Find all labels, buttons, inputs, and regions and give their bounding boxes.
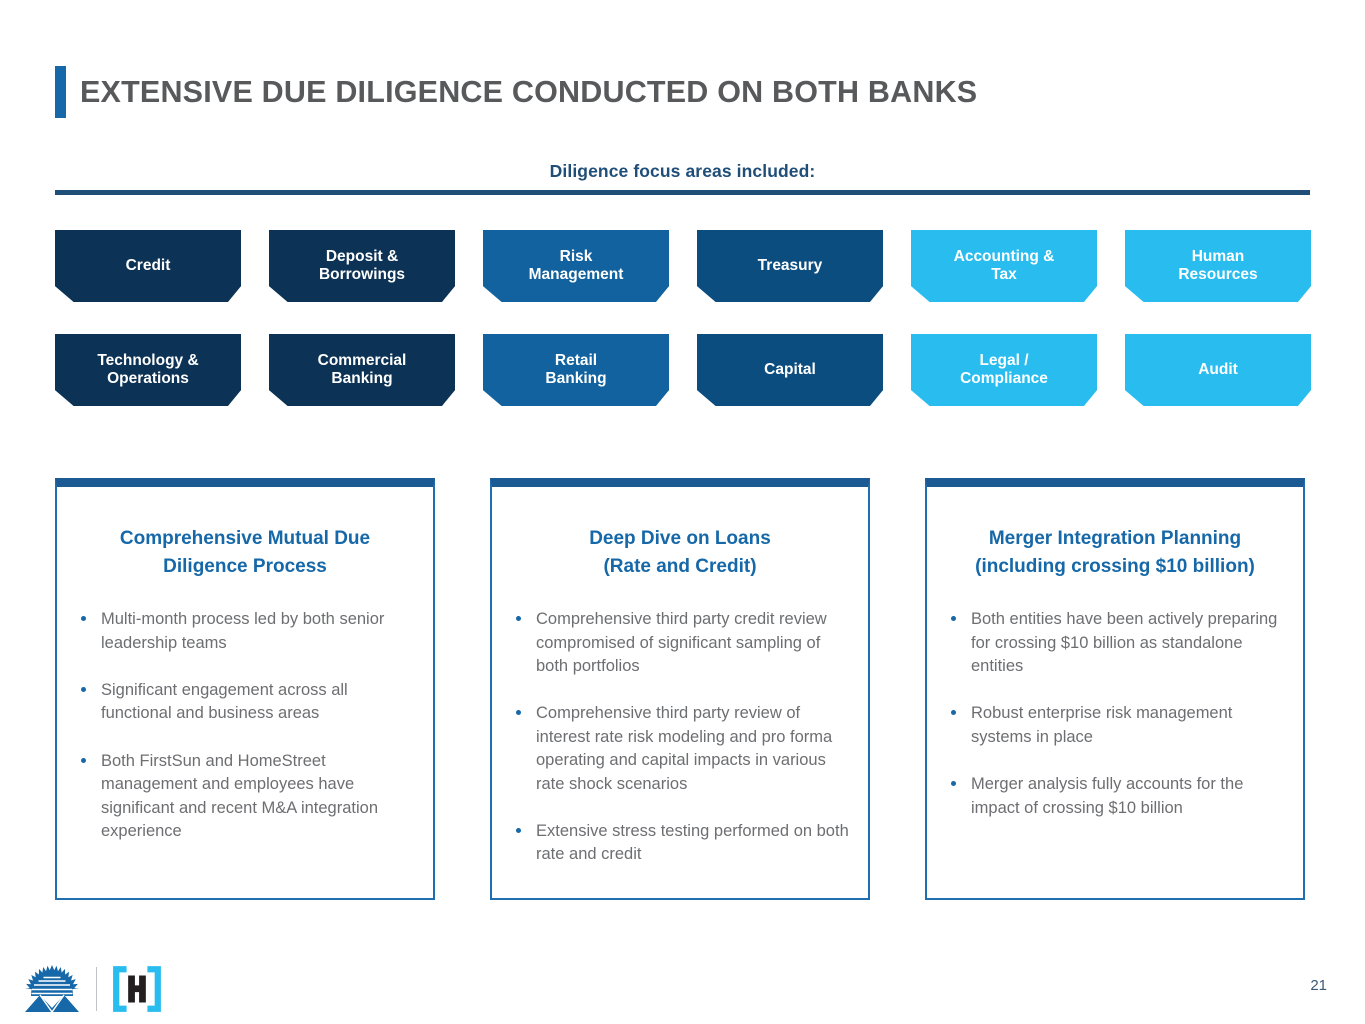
bullet-item: Comprehensive third party credit review … — [510, 608, 852, 678]
detail-box: Deep Dive on Loans (Rate and Credit) Com… — [490, 478, 870, 900]
logo-divider — [96, 967, 97, 1011]
focus-area-label: Technology & Operations — [97, 351, 199, 387]
firstsun-sunrise-logo — [25, 965, 79, 1013]
bullet-text: Merger analysis fully accounts for the i… — [971, 775, 1244, 817]
focus-area-chevron[interactable]: Commercial Banking — [269, 334, 455, 406]
focus-area-label: Deposit & Borrowings — [318, 247, 406, 283]
focus-area-chevron[interactable]: Credit — [55, 230, 241, 302]
title-accent-bar — [55, 66, 66, 118]
bullet-dot-icon — [516, 616, 521, 622]
bullet-item: Both FirstSun and HomeStreet management … — [75, 750, 417, 844]
detail-box-heading: Deep Dive on Loans (Rate and Credit) — [589, 528, 771, 577]
focus-area-chevron[interactable]: Treasury — [697, 230, 883, 302]
bullet-dot-icon — [951, 781, 956, 787]
detail-box: Merger Integration Planning (including c… — [925, 478, 1305, 900]
focus-area-chevron[interactable]: Legal / Compliance — [911, 334, 1097, 406]
bullet-text: Comprehensive third party credit review … — [536, 610, 827, 675]
detail-box-heading: Merger Integration Planning (including c… — [975, 528, 1255, 577]
bullet-dot-icon — [951, 710, 956, 716]
bullet-item: Both entities have been actively prepari… — [945, 608, 1287, 678]
bullet-text: Extensive stress testing performed on bo… — [536, 822, 849, 864]
bullet-dot-icon — [951, 616, 956, 622]
bullet-item: Comprehensive third party review of inte… — [510, 702, 852, 796]
bullet-text: Both entities have been actively prepari… — [971, 610, 1278, 675]
bullet-item: Multi-month process led by both senior l… — [75, 608, 417, 655]
page-title: EXTENSIVE DUE DILIGENCE CONDUCTED ON BOT… — [80, 74, 978, 109]
focus-area-label: Legal / Compliance — [960, 351, 1048, 387]
focus-area-chevron[interactable]: Capital — [697, 334, 883, 406]
horizontal-rule — [55, 190, 1310, 195]
bullet-item: Significant engagement across all functi… — [75, 679, 417, 726]
page-number: 21 — [1310, 977, 1327, 994]
footer-logos — [22, 960, 163, 1018]
focus-area-label: Treasury — [757, 256, 823, 274]
detail-box-bullets: Both entities have been actively prepari… — [927, 608, 1303, 820]
focus-area-chevron[interactable]: Retail Banking — [483, 334, 669, 406]
focus-area-chevron[interactable]: Technology & Operations — [55, 334, 241, 406]
focus-area-chevron[interactable]: Accounting & Tax — [911, 230, 1097, 302]
focus-area-label: Human Resources — [1178, 247, 1258, 283]
focus-area-label: Retail Banking — [545, 351, 607, 387]
bullet-dot-icon — [516, 710, 521, 716]
bullet-dot-icon — [81, 616, 86, 622]
detail-box-bullets: Comprehensive third party credit review … — [492, 608, 868, 867]
bullet-item: Robust enterprise risk management system… — [945, 702, 1287, 749]
focus-area-chevron[interactable]: Risk Management — [483, 230, 669, 302]
bullet-item: Merger analysis fully accounts for the i… — [945, 773, 1287, 820]
focus-area-chevron[interactable]: Audit — [1125, 334, 1311, 406]
focus-areas-row-2: Technology & Operations Commercial Banki… — [55, 334, 1313, 406]
bullet-text: Multi-month process led by both senior l… — [101, 610, 385, 652]
focus-area-label: Commercial Banking — [317, 351, 407, 387]
title-row: EXTENSIVE DUE DILIGENCE CONDUCTED ON BOT… — [55, 63, 977, 121]
focus-area-chevron[interactable]: Deposit & Borrowings — [269, 230, 455, 302]
detail-box-heading: Comprehensive Mutual Due Diligence Proce… — [119, 528, 371, 577]
detail-box-bullets: Multi-month process led by both senior l… — [57, 608, 433, 843]
focus-area-label: Capital — [764, 360, 816, 378]
homestreet-h-bracket-logo — [113, 966, 161, 1012]
bullet-text: Comprehensive third party review of inte… — [536, 704, 833, 793]
focus-areas-row-1: Credit Deposit & Borrowings Risk Managem… — [55, 230, 1313, 302]
focus-area-label: Credit — [125, 256, 171, 274]
bullet-dot-icon — [81, 686, 86, 692]
focus-area-label: Audit — [1198, 360, 1238, 378]
bullet-text: Both FirstSun and HomeStreet management … — [101, 751, 378, 841]
bullet-text: Significant engagement across all functi… — [101, 680, 348, 723]
focus-area-label: Accounting & Tax — [953, 247, 1055, 283]
subtitle: Diligence focus areas included: — [549, 161, 816, 181]
bullet-dot-icon — [516, 828, 521, 834]
focus-area-chevron[interactable]: Human Resources — [1125, 230, 1311, 302]
bullet-item: Extensive stress testing performed on bo… — [510, 820, 852, 867]
focus-area-label: Risk Management — [528, 247, 624, 283]
bullet-text: Robust enterprise risk management system… — [971, 704, 1233, 746]
bullet-dot-icon — [81, 757, 86, 763]
detail-box: Comprehensive Mutual Due Diligence Proce… — [55, 478, 435, 900]
